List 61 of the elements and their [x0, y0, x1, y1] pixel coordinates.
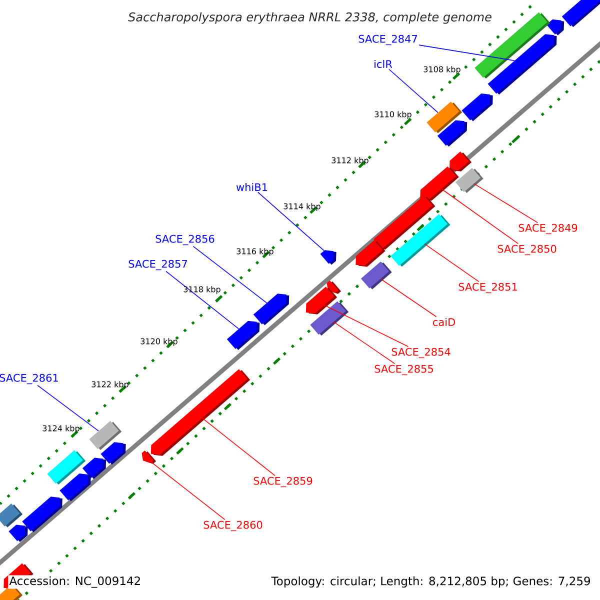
gene-block — [449, 152, 472, 172]
gene-block — [226, 320, 260, 350]
gene-block — [22, 496, 62, 532]
gene-block — [320, 250, 336, 265]
gene-box — [360, 262, 392, 290]
gene-block — [488, 34, 557, 95]
gene-label: iclR — [374, 60, 392, 68]
tick-label: 3112 kbp — [332, 157, 368, 165]
tick-label: 3120 kbp — [140, 338, 178, 346]
tick-label: 3110 kbp — [374, 111, 412, 119]
gene-box — [390, 214, 450, 267]
gene-label: SACE_2860 — [204, 520, 262, 532]
leader-line — [441, 188, 519, 244]
leader-line — [333, 322, 396, 364]
gene-label: SACE_2850 — [498, 244, 556, 256]
gene-block — [562, 0, 600, 28]
gene-block — [462, 94, 493, 122]
footer-text: Topology: circular; Length: 8,212,805 bp; Genes: 7,259 — [271, 576, 590, 588]
gene-box — [310, 301, 349, 336]
tick-label: 3108 kbp — [424, 66, 460, 74]
gene-block — [60, 474, 91, 502]
tick-label: 3116 kbp — [236, 248, 274, 256]
gene-label: SACE_2851 — [458, 282, 517, 294]
leader-line — [324, 304, 409, 348]
gene-block — [100, 442, 126, 465]
tick-label: 3124 kbp — [42, 425, 80, 433]
leader-line — [388, 68, 438, 113]
gene-label: caiD — [432, 318, 455, 326]
leader-line — [424, 244, 480, 282]
gene-label: SACE_2854 — [392, 348, 450, 358]
leader-line — [202, 418, 276, 476]
gene-label: SACE_2857 — [128, 260, 187, 270]
leader-line — [37, 384, 99, 432]
leader-line — [380, 278, 437, 318]
gene-block — [546, 19, 564, 36]
tick-label: 3122 kbp — [92, 381, 128, 389]
gene-block — [8, 524, 28, 542]
gene-label: SACE_2856 — [156, 234, 214, 246]
gene-block — [356, 240, 386, 267]
gene-box — [455, 168, 484, 194]
leader-line — [474, 183, 538, 224]
footer-text: Accession: NC_009142 — [8, 575, 142, 589]
leader-line — [192, 246, 267, 304]
gene-label: SACE_2859 — [254, 476, 312, 488]
leader-line — [166, 270, 240, 330]
gene-box — [0, 504, 23, 528]
gene-label: SACE_2849 — [518, 224, 578, 234]
gene-label: SACE_2855 — [374, 364, 433, 376]
gene-block — [420, 166, 459, 201]
gene-label: SACE_2861 — [0, 374, 58, 384]
gene-block — [142, 450, 156, 464]
gene-label: SACE_2847 — [358, 34, 417, 46]
gene-block — [437, 120, 468, 147]
leader-line — [150, 462, 226, 520]
leader-line — [257, 192, 324, 251]
gene-block — [150, 369, 250, 456]
title: Saccharopolyspora erythraea NRRL 2338, complete genome — [128, 12, 492, 24]
leader-line — [418, 44, 515, 61]
tick-label: 3114 kbp — [284, 203, 320, 211]
gene-label: whiB1 — [236, 183, 268, 191]
gene-block — [253, 294, 290, 326]
